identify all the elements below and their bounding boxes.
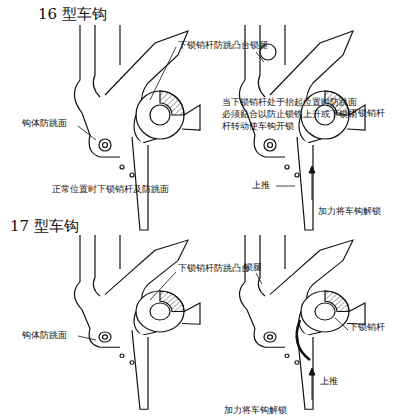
part-label: 锁腿 — [250, 40, 268, 50]
action-label: 加力将车钩解锁 — [224, 405, 287, 415]
action-label: 上推 — [252, 180, 270, 190]
type17-lifted — [239, 235, 365, 409]
part-label: 下锁销杆 — [349, 322, 385, 332]
note-label: 正常位置时下锁销杆及防跳面 — [52, 184, 169, 194]
push-arrows — [309, 166, 315, 400]
type16-normal — [74, 25, 200, 230]
figure-heading: 16 型车钩 — [38, 6, 107, 23]
action-label: 上推 — [320, 376, 338, 386]
action-label: 加力将车钩解锁 — [318, 206, 381, 216]
type17-normal — [74, 235, 200, 409]
part-label: 下锁销杆防跳凸台 — [178, 40, 250, 50]
part-label: 钩体防跳面 — [22, 118, 67, 128]
note-text: 当下锁销杆处于抬起位置时防跳面必须贴合以防止锁铁上升或下锁销杆转动使车钩开锁 — [222, 96, 360, 132]
part-label: 下锁销杆防跳凸台 — [178, 263, 250, 273]
part-label: 钩体防跳面 — [22, 330, 67, 340]
figure-heading: 17 型车钩 — [10, 218, 79, 235]
